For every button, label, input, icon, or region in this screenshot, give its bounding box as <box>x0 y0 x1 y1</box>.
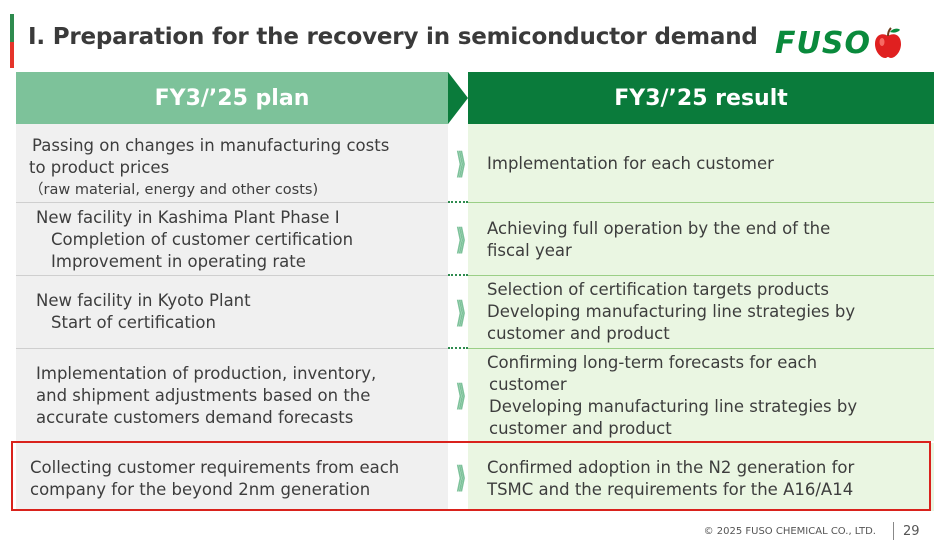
result-line: Confirming long-term forecasts for each <box>487 353 818 372</box>
plan-cell: New facility in Kyoto Plant Start of cer… <box>16 276 448 348</box>
plan-line: company for the beyond 2nm generation <box>30 480 371 499</box>
result-line: Achieving full operation by the end of t… <box>487 219 831 238</box>
apple-icon <box>874 27 901 58</box>
result-line: customer and product <box>487 324 670 343</box>
result-cell: Implementation for each customer <box>468 124 934 202</box>
plan-line: to product prices <box>29 158 170 177</box>
result-line: Developing manufacturing line strategies… <box>487 302 856 321</box>
table-row: Implementation of production, inventory,… <box>16 349 934 441</box>
chevron-right-icon: ⟩⟩⟩ <box>455 459 467 495</box>
plan-line: （raw material, energy and other costs) <box>29 182 319 198</box>
plan-line: New facility in Kyoto Plant <box>36 291 251 310</box>
plan-cell: New facility in Kashima Plant Phase Ⅰ Co… <box>16 203 448 275</box>
plan-line: Implementation of production, inventory, <box>36 364 377 383</box>
header-arrow-icon <box>448 72 468 124</box>
result-cell: Achieving full operation by the end of t… <box>468 203 934 275</box>
copyright-text: © 2025 FUSO CHEMICAL CO., LTD. <box>703 526 876 537</box>
chevron-right-icon: ⟩⟩⟩ <box>455 294 467 330</box>
result-column-header: FY3/’25 result <box>468 72 934 124</box>
result-line: Developing manufacturing line strategies… <box>489 397 858 416</box>
result-line: customer <box>489 375 567 394</box>
highlight-box <box>11 441 931 511</box>
plan-cell: Implementation of production, inventory,… <box>16 349 448 441</box>
page-number: 29 <box>903 524 920 539</box>
plan-cell: Passing on changes in manufacturing cost… <box>16 124 448 202</box>
result-line: Selection of certification targets produ… <box>487 280 829 299</box>
chevron-right-icon: ⟩⟩⟩ <box>455 221 467 257</box>
fuso-logo: FUSO <box>775 25 903 61</box>
plan-line: Improvement in operating rate <box>51 252 306 271</box>
plan-line: accurate customers demand forecasts <box>36 408 354 427</box>
result-line: fiscal year <box>487 241 572 260</box>
plan-line: and shipment adjustments based on the <box>36 386 371 405</box>
chevron-right-icon: ⟩⟩⟩ <box>455 377 467 413</box>
footer-divider <box>893 522 894 540</box>
plan-cell: Collecting customer requirements from ea… <box>16 443 448 511</box>
plan-line: Collecting customer requirements from ea… <box>30 458 400 477</box>
result-line: Confirmed adoption in the N2 generation … <box>487 458 855 477</box>
plan-line: Passing on changes in manufacturing cost… <box>32 136 390 155</box>
table-row: New facility in Kyoto Plant Start of cer… <box>16 276 934 348</box>
plan-line: New facility in Kashima Plant Phase Ⅰ <box>36 208 340 227</box>
table-row: Collecting customer requirements from ea… <box>16 443 934 511</box>
plan-line: Completion of customer certification <box>51 230 354 249</box>
result-line: Implementation for each customer <box>487 154 774 173</box>
plan-column-header: FY3/’25 plan <box>16 72 448 124</box>
title-accent-bar-green <box>10 14 14 42</box>
result-cell: Confirming long-term forecasts for each … <box>468 349 934 441</box>
chevron-right-icon: ⟩⟩⟩ <box>455 145 467 181</box>
table-row: New facility in Kashima Plant Phase Ⅰ Co… <box>16 203 934 275</box>
plan-line: Start of certification <box>51 313 216 332</box>
result-cell: Confirmed adoption in the N2 generation … <box>468 443 934 511</box>
result-line: TSMC and the requirements for the A16/A1… <box>487 480 854 499</box>
result-line: customer and product <box>489 419 672 438</box>
table-row: Passing on changes in manufacturing cost… <box>16 124 934 202</box>
page-title: Ⅰ. Preparation for the recovery in semic… <box>28 24 758 50</box>
result-cell: Selection of certification targets produ… <box>468 276 934 348</box>
logo-text: FUSO <box>775 25 871 61</box>
